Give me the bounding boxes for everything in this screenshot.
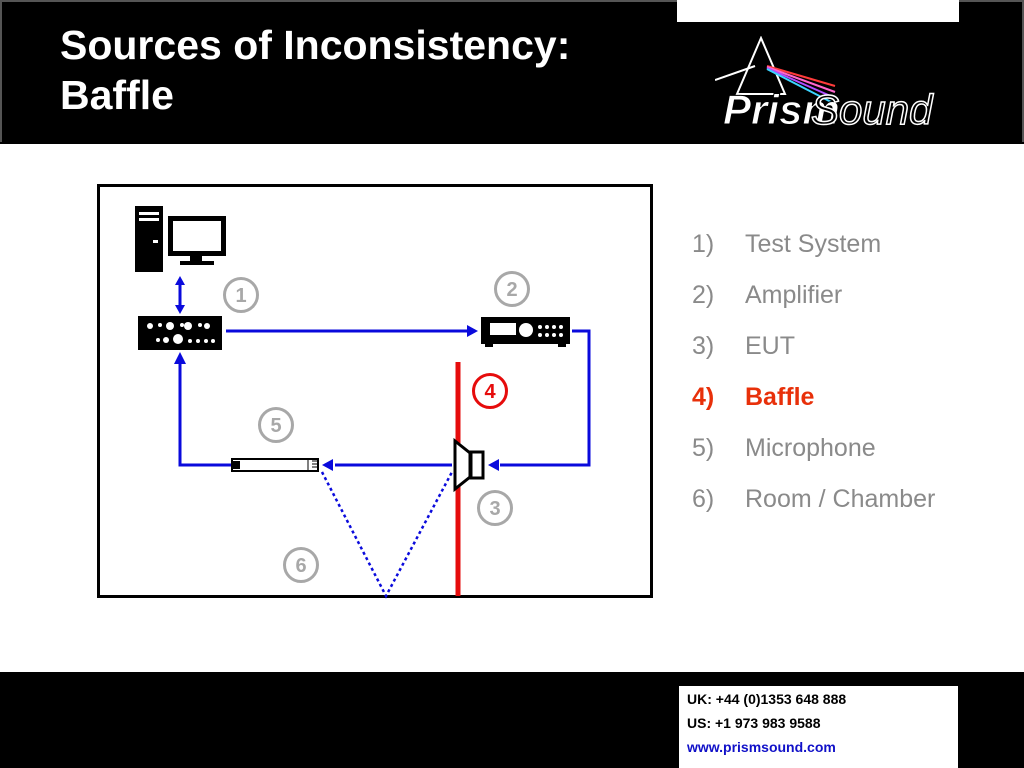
marker-2-label: 2 bbox=[506, 279, 517, 301]
marker-3-label: 3 bbox=[489, 498, 500, 520]
computer-icon bbox=[135, 206, 226, 272]
legend-number: 4) bbox=[692, 383, 715, 411]
marker-6: 6 bbox=[283, 547, 319, 583]
arrow-heads bbox=[174, 276, 499, 471]
logo-backdrop bbox=[677, 0, 959, 22]
legend-number: 5) bbox=[692, 434, 715, 462]
legend-label: Baffle bbox=[745, 383, 815, 411]
prismsound-logo: Prism Sound bbox=[715, 36, 935, 134]
marker-4-label: 4 bbox=[484, 381, 496, 403]
legend-label: EUT bbox=[745, 332, 795, 360]
legend-label: Microphone bbox=[745, 434, 876, 462]
legend-item-baffle: 4) Baffle bbox=[692, 383, 992, 423]
marker-3: 3 bbox=[477, 490, 513, 526]
microphone-icon bbox=[231, 458, 319, 472]
legend-item-test-system: 1) Test System bbox=[692, 230, 992, 270]
amplifier-icon bbox=[481, 317, 570, 347]
reflection-path bbox=[320, 471, 454, 599]
marker-5: 5 bbox=[258, 407, 294, 443]
legend-label: Test System bbox=[745, 230, 882, 258]
contact-uk-phone: UK: +44 (0)1353 648 888 bbox=[687, 691, 847, 707]
slide-title: Sources of Inconsistency: Baffle bbox=[60, 22, 571, 118]
marker-6-label: 6 bbox=[295, 555, 306, 577]
legend-item-microphone: 5) Microphone bbox=[692, 434, 992, 474]
slide-header: Sources of Inconsistency: Baffle Prism S… bbox=[0, 0, 1024, 144]
legend-number: 2) bbox=[692, 281, 715, 309]
website-link[interactable]: www.prismsound.com bbox=[687, 739, 836, 755]
legend-label: Room / Chamber bbox=[745, 485, 936, 513]
room-chamber-frame bbox=[97, 184, 653, 598]
marker-4: 4 bbox=[472, 373, 508, 409]
contact-us-phone: US: +1 973 983 9588 bbox=[687, 715, 821, 731]
legend-label: Amplifier bbox=[745, 281, 843, 309]
marker-2: 2 bbox=[494, 271, 530, 307]
marker-1-label: 1 bbox=[235, 285, 246, 307]
legend-item-room-chamber: 6) Room / Chamber bbox=[692, 485, 992, 525]
marker-1: 1 bbox=[223, 277, 259, 313]
logo-text-sound: Sound bbox=[811, 86, 934, 133]
legend-item-eut: 3) EUT bbox=[692, 332, 992, 372]
signal-arrows bbox=[178, 282, 591, 467]
test-system-interface bbox=[138, 316, 222, 350]
contact-box: UK: +44 (0)1353 648 888 US: +1 973 983 9… bbox=[679, 686, 958, 768]
legend-number: 6) bbox=[692, 485, 715, 513]
legend-item-amplifier: 2) Amplifier bbox=[692, 281, 992, 321]
logo-text-prism: Prism bbox=[723, 86, 840, 133]
legend-number: 1) bbox=[692, 230, 715, 258]
marker-5-label: 5 bbox=[270, 415, 281, 437]
header-border bbox=[0, 0, 1024, 142]
legend-number: 3) bbox=[692, 332, 715, 360]
loudspeaker-icon bbox=[453, 437, 485, 493]
